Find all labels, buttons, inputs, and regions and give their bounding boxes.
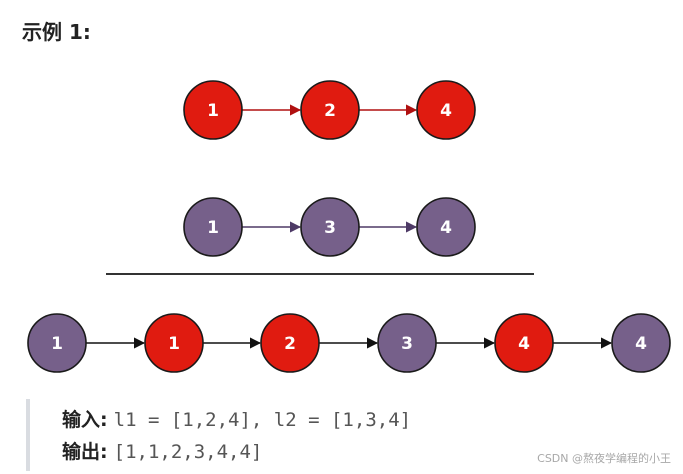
l1-node-label: 1 (207, 101, 219, 121)
l1-node-circle (300, 80, 360, 140)
l2-node-label: 4 (440, 218, 452, 238)
l2-node-label: 1 (207, 218, 219, 238)
merged-node-label: 1 (51, 334, 63, 354)
merged-node-circle (377, 313, 437, 373)
l2-node-circle (300, 197, 360, 257)
input-line: 输入: l1 = [1,2,4], l2 = [1,3,4] (62, 405, 411, 432)
l1-node: 1 (183, 80, 243, 140)
merged-node-circle (144, 313, 204, 373)
l2-node-circle (416, 197, 476, 257)
linked-list-diagram: 1 2 4 1 3 4 1 1 2 3 4 4 (27, 80, 671, 373)
merged-node: 2 (260, 313, 320, 373)
merged-node: 3 (377, 313, 437, 373)
merged-node-label: 4 (635, 334, 647, 354)
merged-node-label: 4 (518, 334, 530, 354)
l1-node: 2 (300, 80, 360, 140)
list-l2: 1 3 4 (183, 197, 476, 257)
merged-node: 4 (611, 313, 671, 373)
l2-node-label: 3 (324, 218, 336, 238)
list-l1: 1 2 4 (183, 80, 476, 140)
l1-node: 4 (416, 80, 476, 140)
list-merged: 1 1 2 3 4 4 (27, 313, 671, 373)
merged-node-label: 3 (401, 334, 413, 354)
merged-node-circle (27, 313, 87, 373)
watermark: CSDN @熬夜学编程的小王 (537, 452, 671, 465)
merged-node-circle (611, 313, 671, 373)
merged-node: 4 (494, 313, 554, 373)
merged-node-label: 2 (284, 334, 296, 354)
l1-node-label: 4 (440, 101, 452, 121)
merged-node-circle (260, 313, 320, 373)
output-code: [1,1,2,3,4,4] (113, 441, 263, 463)
l2-node: 3 (300, 197, 360, 257)
l2-node: 1 (183, 197, 243, 257)
example-heading: 示例 1: (22, 20, 91, 44)
merged-node-circle (494, 313, 554, 373)
l1-node-circle (183, 80, 243, 140)
l2-node: 4 (416, 197, 476, 257)
example-block: 输入: l1 = [1,2,4], l2 = [1,3,4] 输出: [1,1,… (26, 399, 660, 471)
merged-node: 1 (144, 313, 204, 373)
output-label: 输出: (62, 441, 108, 463)
l1-node-circle (416, 80, 476, 140)
merged-node: 1 (27, 313, 87, 373)
merged-node-label: 1 (168, 334, 180, 354)
input-code: l1 = [1,2,4], l2 = [1,3,4] (113, 409, 412, 431)
output-line: 输出: [1,1,2,3,4,4] (62, 437, 262, 464)
l1-node-label: 2 (324, 101, 336, 121)
l2-node-circle (183, 197, 243, 257)
input-label: 输入: (62, 409, 108, 431)
